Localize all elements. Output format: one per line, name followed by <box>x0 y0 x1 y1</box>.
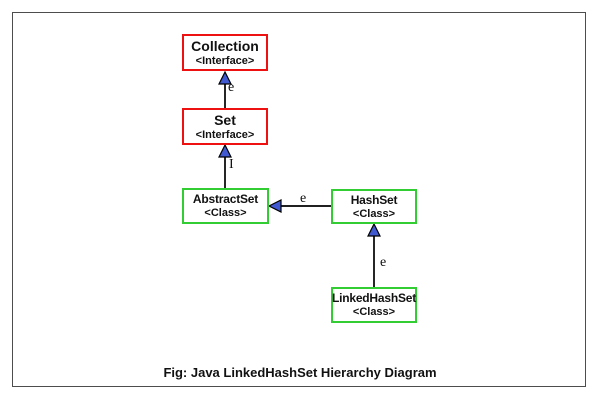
edge-label-extends: e <box>228 80 235 95</box>
node-subtitle: <Class> <box>204 207 247 219</box>
node-title: Set <box>214 111 236 128</box>
diagram-frame <box>12 12 586 387</box>
arrowhead-left-icon <box>267 199 282 213</box>
node-hashset: HashSet <Class> <box>331 189 417 224</box>
edge-label-implements: I <box>229 157 234 172</box>
arrowhead-up-icon <box>218 143 232 158</box>
diagram-caption: Fig: Java LinkedHashSet Hierarchy Diagra… <box>163 365 437 380</box>
node-collection: Collection <Interface> <box>182 34 268 71</box>
node-title: HashSet <box>350 192 398 207</box>
arrowhead-up-icon <box>218 70 232 85</box>
node-subtitle: <Interface> <box>195 128 255 141</box>
node-linkedhashset: LinkedHashSet <Class> <box>331 287 417 323</box>
node-title: AbstractSet <box>192 192 259 206</box>
node-title: Collection <box>191 37 259 54</box>
arrowhead-up-icon <box>367 222 381 237</box>
edge-label-extends: e <box>380 255 387 270</box>
node-subtitle: <Class> <box>352 207 396 220</box>
edge-label-extends: e <box>300 191 307 206</box>
node-abstractset: AbstractSet <Class> <box>182 188 269 224</box>
node-set: Set <Interface> <box>182 108 268 145</box>
node-subtitle: <Interface> <box>195 54 255 67</box>
node-title: LinkedHashSet <box>331 291 417 305</box>
node-subtitle: <Class> <box>352 306 396 318</box>
